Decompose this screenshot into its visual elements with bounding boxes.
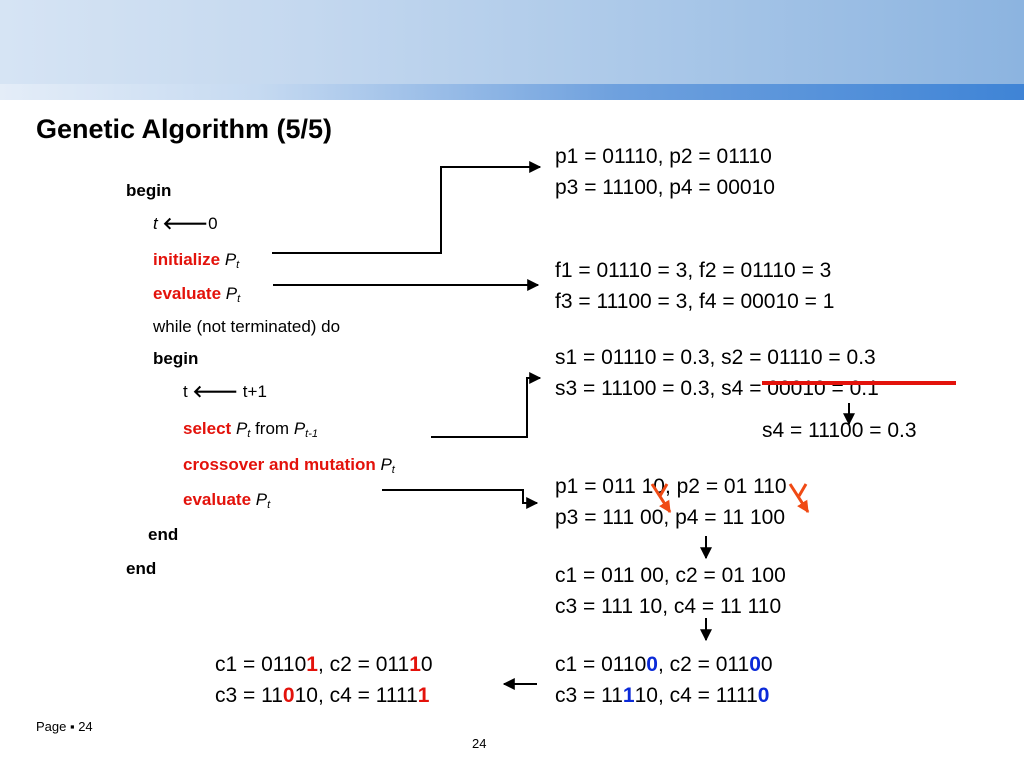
t-plain: t	[183, 382, 188, 401]
t-subscript: t	[391, 464, 395, 476]
slide-title: Genetic Algorithm (5/5)	[36, 114, 333, 144]
code-initialize: initialize Pt	[153, 250, 239, 275]
mutation-marked-box: c1 = 01100, c2 = 01100 c3 = 11110, c4 = …	[555, 649, 773, 711]
header-band	[0, 0, 1024, 84]
t-variable: t	[153, 214, 158, 233]
children-box: c1 = 011 00, c2 = 01 100 c3 = 111 10, c4…	[555, 560, 786, 622]
c1-prefix: c1 = 0110	[215, 653, 307, 676]
connector-select-to-selection	[431, 372, 542, 438]
code-end-outer: end	[126, 559, 157, 578]
c3-mutated-bit: 0	[282, 684, 295, 707]
t-subscript: t	[267, 499, 271, 511]
mutation-marked-line-2: c3 = 11110, c4 = 11110	[555, 680, 773, 711]
connector-initialize-to-population	[272, 161, 542, 254]
fitness-line-1: f1 = 01110 = 3, f2 = 01110 = 3	[555, 259, 832, 282]
c4-mutation-bit: 0	[757, 684, 770, 707]
c2-suffix: 0	[420, 653, 433, 676]
p-variable: P	[380, 455, 392, 474]
code-while: while (not terminated) do	[153, 317, 341, 336]
code-evaluate: evaluate Pt	[153, 284, 240, 309]
c2-mutation-bit: 0	[749, 653, 761, 676]
header-stripe	[0, 84, 1024, 100]
from-word: from	[255, 419, 290, 438]
initialize-keyword: initialize	[153, 250, 221, 269]
t-minus-one-subscript: t-1	[305, 428, 318, 440]
c2-prefix: , c2 = 011	[317, 653, 410, 676]
p-variable: P	[255, 490, 268, 509]
mutated-line-1: c1 = 01101, c2 = 01110	[215, 649, 433, 680]
c3-suffix: 10, c4 = 1111	[294, 684, 418, 707]
t-subscript: t	[236, 259, 240, 271]
c3-mutation-bit: 1	[622, 684, 635, 707]
code-end-inner: end	[148, 525, 179, 544]
crossover-mark-p1-p3	[650, 483, 672, 514]
crossover-points-line-2: p3 = 111 00, p4 = 11 100	[555, 506, 786, 529]
c3-suffix: 10, c4 = 1111	[634, 684, 758, 707]
population-box: p1 = 01110, p2 = 01110 p3 = 11100, p4 = …	[555, 141, 775, 203]
code-crossover: crossover and mutation Pt	[183, 455, 395, 480]
footer-page-label: Page ▪ 24	[36, 719, 93, 734]
code-select: select Pt from Pt-1	[183, 419, 318, 444]
crossover-points-line-1: p1 = 011 10, p2 = 01 110	[555, 475, 787, 498]
c1-mutation-bit: 0	[646, 653, 658, 676]
code-increment: t 🡐 t+1	[183, 382, 267, 402]
code-init-t: t 🡐0	[153, 214, 218, 234]
fitness-box: f1 = 01110 = 3, f2 = 01110 = 3 f3 = 1110…	[555, 255, 834, 317]
p-variable: P	[293, 419, 306, 438]
selection-line-1: s1 = 01110 = 0.3, s2 = 01110 = 0.3	[555, 346, 876, 369]
p-variable: P	[235, 419, 248, 438]
population-line-1: p1 = 01110, p2 = 01110	[555, 145, 772, 168]
crossover-keyword: crossover and mutation	[183, 455, 376, 474]
crossover-points-box: p1 = 011 10, p2 = 01 110 p3 = 111 00, p4…	[555, 471, 787, 533]
select-keyword: select	[183, 419, 232, 438]
crossover-mark-p2-p4-tail	[797, 483, 808, 497]
crossover-mark-p1-p3-tail	[658, 483, 669, 497]
code-evaluate-2: evaluate Pt	[183, 490, 270, 515]
zero-value: 0	[208, 214, 218, 233]
code-begin-outer: begin	[126, 181, 172, 200]
mutated-line-2: c3 = 11010, c4 = 11111	[215, 680, 433, 711]
c1-mutated-bit: 1	[306, 653, 318, 676]
connector-evaluate-to-crossover	[382, 489, 539, 509]
t-subscript: t	[237, 293, 241, 305]
children-line-1: c1 = 011 00, c2 = 01 100	[555, 564, 786, 587]
crossover-mark-p2-p4	[788, 483, 810, 514]
c1-prefix: c1 = 0110	[555, 653, 647, 676]
t-plus-one: t+1	[242, 382, 267, 401]
evaluate-keyword: evaluate	[153, 284, 222, 303]
assign-arrow-icon: 🡐	[192, 382, 239, 401]
p-variable: P	[225, 284, 238, 303]
code-begin-inner: begin	[153, 349, 199, 368]
c2-suffix: 0	[760, 653, 773, 676]
footer-page-number: 24	[472, 736, 487, 751]
children-line-2: c3 = 111 10, c4 = 11 110	[555, 595, 782, 618]
fitness-line-2: f3 = 11100 = 3, f4 = 00010 = 1	[555, 290, 835, 313]
assign-arrow-icon: 🡐	[162, 214, 209, 233]
c4-mutated-bit: 1	[417, 684, 430, 707]
evaluate-keyword: evaluate	[183, 490, 252, 509]
mutation-marked-line-1: c1 = 01100, c2 = 01100	[555, 649, 773, 680]
t-subscript: t	[247, 428, 251, 440]
population-line-2: p3 = 11100, p4 = 00010	[555, 176, 775, 199]
c3-prefix: c3 = 11	[555, 684, 623, 707]
p-variable: P	[224, 250, 237, 269]
selection-replacement: s4 = 11100 = 0.3	[762, 419, 917, 442]
c2-prefix: , c2 = 011	[657, 653, 750, 676]
c3-prefix: c3 = 11	[215, 684, 283, 707]
c2-mutated-bit: 1	[409, 653, 421, 676]
mutated-box: c1 = 01101, c2 = 01110 c3 = 11010, c4 = …	[215, 649, 433, 711]
